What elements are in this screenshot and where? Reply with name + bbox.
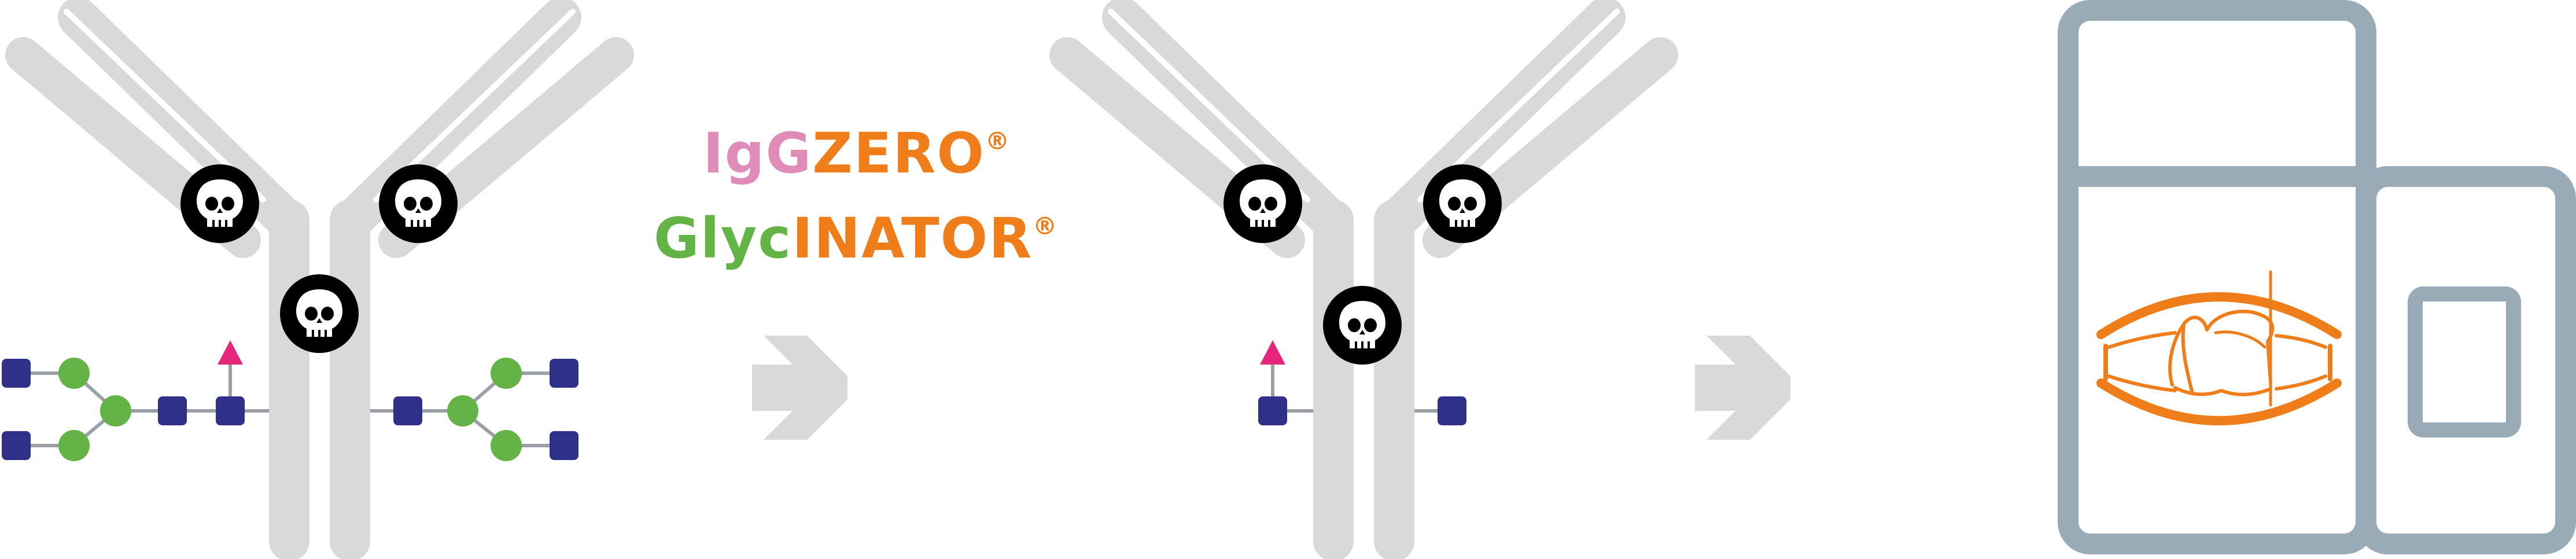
svg-text:IgGZERO®: IgGZERO® xyxy=(703,121,1011,186)
glycan-tree-icon xyxy=(370,358,578,461)
arrow-right-icon xyxy=(752,336,847,440)
brand-glyc: Glyc xyxy=(654,206,792,271)
brand-inator: INATOR xyxy=(792,206,1033,271)
refrigerator-icon xyxy=(2058,0,2576,554)
antibody-icon xyxy=(1049,0,1678,559)
skull-icon xyxy=(1222,163,1303,244)
skull-icon xyxy=(378,163,459,244)
brand-reg: ® xyxy=(1033,212,1058,240)
glycan-stub-icon xyxy=(1258,340,1466,425)
brand-ig: Ig xyxy=(703,121,765,186)
brand-glycinator: GlycINATOR® xyxy=(654,206,1058,271)
svg-text:GlycINATOR®: GlycINATOR® xyxy=(654,206,1058,271)
brand-reg: ® xyxy=(985,127,1011,155)
brand-zero: ZERO xyxy=(812,121,985,186)
antibody-2 xyxy=(1049,0,1678,559)
skull-icon xyxy=(1322,285,1403,366)
antibody-1 xyxy=(2,0,634,559)
skull-icon xyxy=(1422,163,1503,244)
sushi-package-icon xyxy=(2096,270,2342,425)
brand-iggzero: IgGZERO® xyxy=(703,121,1011,186)
skull-icon xyxy=(279,273,360,354)
skull-icon xyxy=(179,163,260,244)
brand-g: G xyxy=(765,121,812,186)
glycan-tree-icon xyxy=(2,340,269,461)
arrow-right-icon xyxy=(1695,336,1790,440)
